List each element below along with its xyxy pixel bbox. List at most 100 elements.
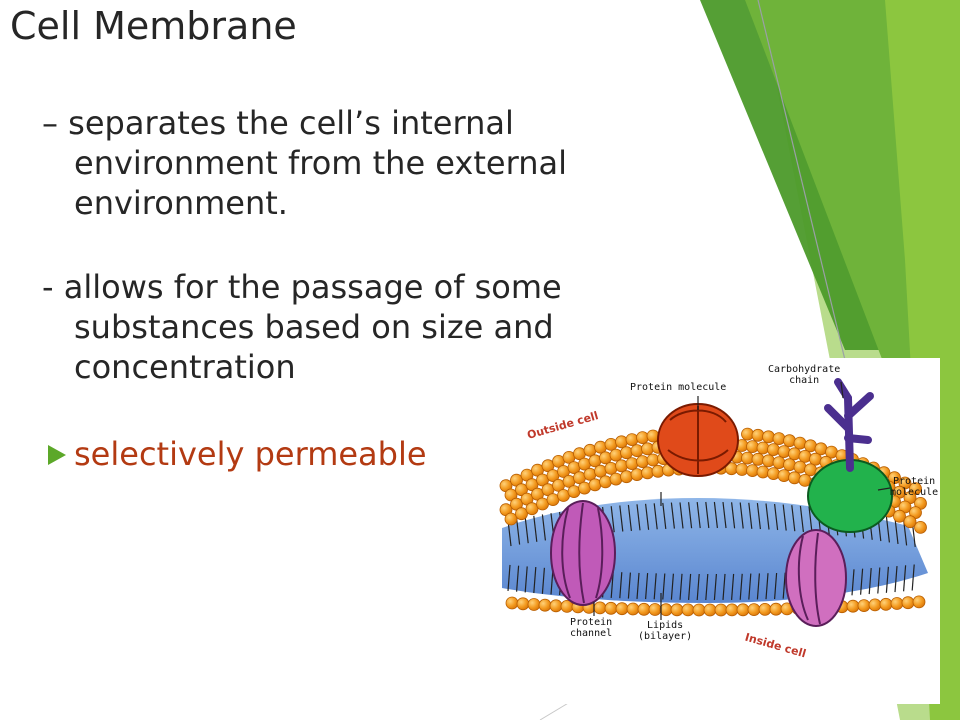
- lipid-tail: [851, 569, 855, 596]
- text-line: concentration: [74, 348, 296, 386]
- lipid-head: [599, 451, 612, 465]
- lipid-tail: [731, 502, 736, 529]
- lipid-head: [777, 445, 791, 458]
- lipid-head: [888, 471, 901, 485]
- lipid-head: [783, 458, 796, 472]
- lipid-head: [620, 446, 633, 460]
- lipid-head: [692, 603, 706, 617]
- lipid-head: [504, 512, 518, 526]
- lipid-head: [630, 444, 644, 457]
- label-line: molecule: [890, 487, 939, 498]
- lipid-head: [901, 596, 915, 610]
- label-line: (bilayer): [638, 631, 693, 642]
- protein-molecule-right-label: Protein molecule: [890, 476, 938, 498]
- lipid-head: [736, 603, 750, 617]
- lipid-head: [793, 436, 807, 450]
- lipid-tail: [662, 502, 667, 529]
- lipid-head: [846, 599, 860, 613]
- lipid-tail: [516, 565, 520, 592]
- lipid-tail: [524, 517, 529, 544]
- lipid-head: [641, 442, 654, 456]
- lipid-head: [620, 470, 633, 484]
- protein-channel-label: Protein channel: [570, 617, 612, 639]
- lipid-head: [525, 502, 539, 516]
- lipid-head: [609, 448, 623, 462]
- lipid-head: [793, 460, 807, 474]
- lipid-head: [641, 466, 654, 480]
- lipid-tail: [877, 567, 881, 594]
- lipid-head: [756, 465, 770, 479]
- protein-channel-right: [785, 529, 847, 627]
- lipid-tail: [782, 504, 787, 531]
- lipid-head: [772, 432, 786, 445]
- lipid-tail: [516, 518, 521, 545]
- lipid-head: [637, 602, 651, 616]
- lipid-tail: [645, 573, 649, 600]
- lipid-head: [525, 478, 539, 492]
- lipid-tail: [739, 573, 743, 600]
- lipid-tail: [868, 568, 872, 595]
- lipid-head: [625, 433, 639, 446]
- lipid-tail: [524, 566, 528, 593]
- lipid-head: [912, 595, 926, 609]
- lipid-head: [703, 603, 717, 617]
- lipid-tail: [670, 502, 675, 529]
- lipid-head: [747, 603, 761, 617]
- lipid-tail: [688, 502, 693, 529]
- lipid-head: [741, 451, 754, 465]
- lipid-tail: [885, 516, 890, 543]
- lipid-tail: [756, 573, 760, 600]
- lipid-head: [751, 452, 765, 466]
- lipid-tail: [731, 573, 735, 600]
- lipid-head: [746, 464, 759, 477]
- lipid-head: [515, 483, 528, 497]
- lipid-tail: [541, 567, 545, 594]
- lipid-tail: [627, 572, 631, 599]
- label-line: Lipids: [647, 620, 684, 631]
- lipid-head: [516, 597, 530, 611]
- lipid-tail: [894, 566, 898, 593]
- lipid-tail: [782, 572, 786, 599]
- lipid-tail: [696, 573, 700, 601]
- lipid-head: [725, 603, 739, 617]
- lipid-tail: [885, 566, 889, 593]
- lipid-head: [758, 602, 772, 616]
- lipid-head: [604, 601, 618, 615]
- selectively-permeable-text: selectively permeable: [74, 435, 427, 473]
- lipid-tail: [894, 517, 899, 544]
- membrane-illustration: [499, 378, 928, 627]
- lipid-head: [804, 463, 817, 477]
- lipid-head: [804, 439, 817, 453]
- lipid-head: [714, 603, 728, 617]
- lipid-tail: [679, 573, 683, 600]
- cell-membrane-diagram: Outside cell Inside cell Protein molecul…: [498, 358, 940, 704]
- lipid-tail: [653, 503, 658, 530]
- protein-molecule-top-label: Protein molecule: [630, 382, 727, 393]
- lipid-head: [893, 509, 906, 523]
- lipid-head: [648, 603, 662, 616]
- lipid-tail: [808, 506, 813, 533]
- lipid-head: [538, 598, 552, 612]
- lipid-tail: [765, 573, 769, 600]
- decor-dark-green-band: [700, 0, 880, 350]
- label-line: chain: [789, 375, 820, 386]
- lipid-head: [783, 434, 796, 448]
- lipid-head: [857, 599, 871, 613]
- decor-thin-line: [757, 0, 846, 361]
- lipid-head: [527, 598, 541, 611]
- lipid-tail: [541, 514, 546, 541]
- lipid-tail: [705, 501, 710, 529]
- lipids-label: Lipids (bilayer): [638, 620, 692, 642]
- slide-title: Cell Membrane: [10, 4, 297, 48]
- lipid-tail: [653, 573, 657, 600]
- lipid-head: [798, 450, 812, 463]
- lipid-head: [549, 599, 563, 613]
- lipid-tail: [713, 573, 717, 601]
- lipid-tail: [662, 573, 666, 600]
- lipid-head: [626, 602, 640, 616]
- lipid-head: [646, 453, 660, 467]
- lipid-head: [741, 427, 754, 441]
- lipid-tail: [748, 502, 753, 529]
- lipid-head: [588, 478, 602, 492]
- text-line: environment.: [74, 184, 288, 222]
